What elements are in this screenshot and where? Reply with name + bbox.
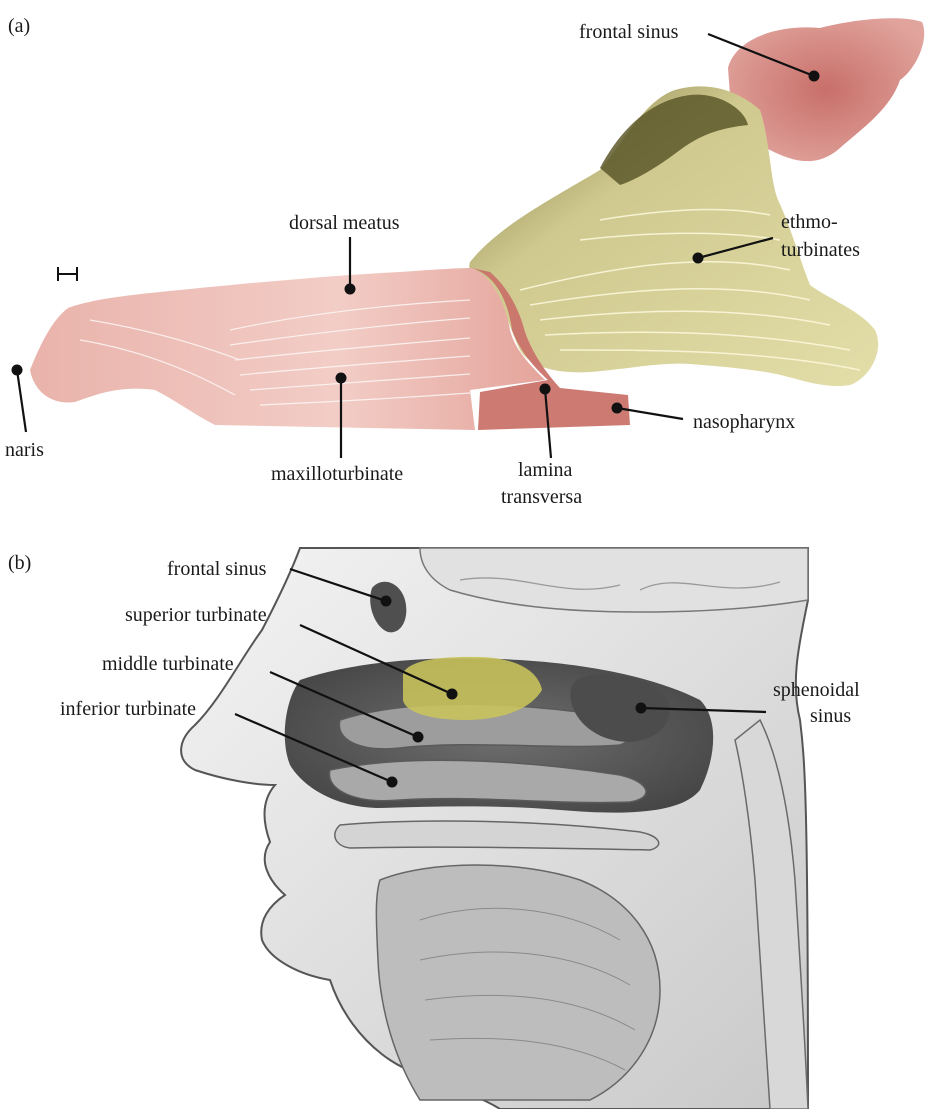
panel-a-label: (a) (8, 15, 30, 37)
label-lamina-line1: lamina (518, 459, 573, 481)
label-nasopharynx: nasopharynx (693, 411, 795, 433)
label-maxilloturbinate: maxilloturbinate (271, 463, 403, 485)
label-ethmo-line1: ethmo- (781, 211, 838, 233)
label-lamina-line2: transversa (501, 486, 582, 508)
label-frontal-sinus-a: frontal sinus (579, 21, 679, 43)
scale-bar (58, 267, 77, 281)
panel-b-label: (b) (8, 552, 31, 574)
label-sphenoidal-line2: sinus (810, 705, 851, 727)
label-frontal-sinus-b: frontal sinus (167, 558, 267, 580)
panel-b: (b) (8, 548, 860, 1109)
label-middle-turbinate: middle turbinate (102, 653, 234, 675)
label-ethmo-line2: turbinates (781, 239, 860, 261)
label-inferior-turbinate: inferior turbinate (60, 698, 196, 720)
label-superior-turbinate: superior turbinate (125, 604, 267, 626)
label-sphenoidal-line1: sphenoidal (773, 679, 860, 701)
panel-a: (a) (5, 15, 924, 508)
nasal-airway-shape (30, 268, 545, 430)
label-naris: naris (5, 439, 44, 461)
label-dorsal-meatus: dorsal meatus (289, 212, 400, 234)
